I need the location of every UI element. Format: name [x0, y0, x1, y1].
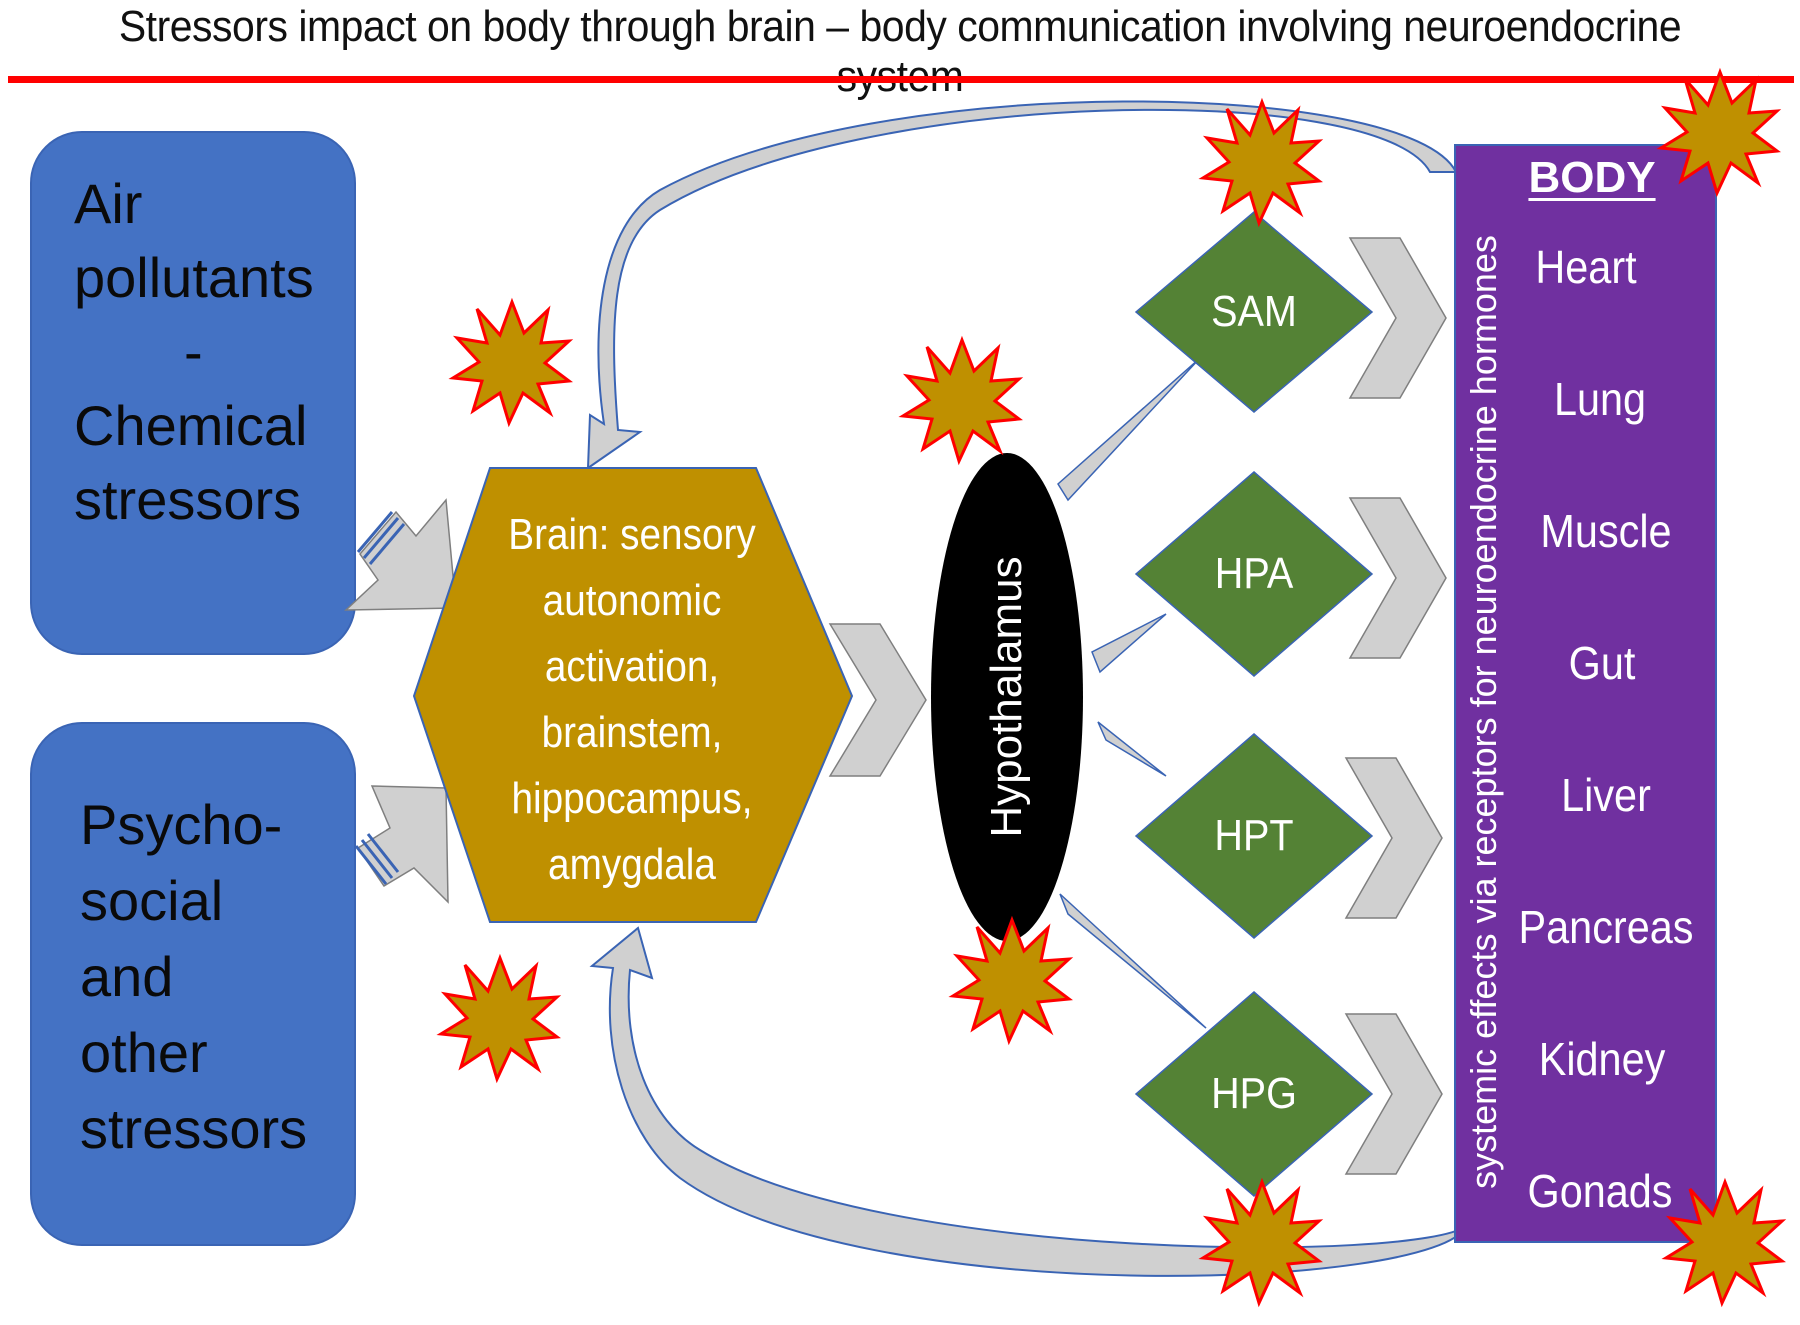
psycho-line-5: stressors — [80, 1097, 308, 1160]
organ-muscle: Muscle — [1540, 505, 1672, 557]
title-rule — [8, 76, 1794, 83]
brain-line-1: Brain: sensory — [508, 510, 756, 559]
brain-hexagon — [412, 467, 854, 923]
brain-line-2: autonomic — [542, 576, 722, 625]
brain-line-3: activation, — [544, 642, 720, 691]
psychosocial-stressors-box: Psycho- social and other stressors — [30, 722, 356, 1246]
brain-line-5: hippocampus, — [511, 774, 753, 823]
sam-label: SAM — [1211, 287, 1297, 336]
wedge-to-sam — [1057, 357, 1201, 502]
psycho-line-4: other — [80, 1021, 208, 1084]
burst-icon-brain-bottom — [439, 956, 559, 1081]
brain-line-4: brainstem, — [541, 708, 723, 757]
hypothalamus-label: Hypothalamus — [982, 556, 1031, 838]
wedge-to-hpg — [1059, 893, 1207, 1029]
psycho-line-1: Psycho- — [80, 793, 283, 856]
organ-liver: Liver — [1561, 769, 1651, 821]
brain-line-6: amygdala — [548, 840, 716, 889]
burst-icon-hpg-bottom — [1201, 1180, 1321, 1305]
air-pollutants-box: Air pollutants - Chemical stressors — [30, 131, 356, 655]
air-line-1: Air — [74, 172, 143, 235]
burst-icon-brain-top — [451, 300, 571, 425]
organ-gonads: Gonads — [1527, 1165, 1673, 1217]
air-line-4: Chemical — [74, 394, 308, 457]
hypothalamus-ellipse — [931, 453, 1083, 941]
sam-diamond — [1134, 211, 1374, 413]
block-arrow-air — [344, 498, 457, 611]
wedge-to-hpa — [1091, 613, 1167, 674]
air-line-5: stressors — [74, 468, 302, 531]
block-arrow-psycho — [354, 785, 449, 904]
organ-gut: Gut — [1568, 637, 1636, 689]
psycho-line-3: and — [80, 945, 174, 1008]
burst-icon-hypothalamus-top — [901, 338, 1021, 463]
hpa-label: HPA — [1214, 549, 1294, 598]
body-heading: BODY — [1528, 153, 1656, 202]
brain-label: Brain: sensory autonomic activation, bra… — [491, 502, 773, 898]
organ-lung: Lung — [1553, 373, 1647, 425]
body-panel — [1454, 144, 1717, 1243]
organ-heart: Heart — [1535, 241, 1637, 293]
burst-icon-hypothalamus-bottom — [951, 918, 1071, 1043]
curved-feedback-arrow-bottom — [589, 926, 1469, 1277]
organ-kidney: Kidney — [1538, 1033, 1666, 1085]
hpg-label: HPG — [1211, 1069, 1297, 1118]
psycho-line-2: social — [80, 869, 224, 932]
hpa-diamond — [1134, 471, 1374, 677]
organ-pancreas: Pancreas — [1518, 901, 1694, 953]
hpg-diamond — [1134, 991, 1374, 1197]
hpt-diamond — [1134, 733, 1374, 939]
air-line-2: pollutants — [74, 246, 314, 309]
curved-feedback-arrow-top — [586, 100, 1458, 470]
wedge-to-hpt — [1097, 721, 1167, 777]
air-line-3: - — [184, 320, 203, 383]
hpt-label: HPT — [1214, 811, 1294, 860]
